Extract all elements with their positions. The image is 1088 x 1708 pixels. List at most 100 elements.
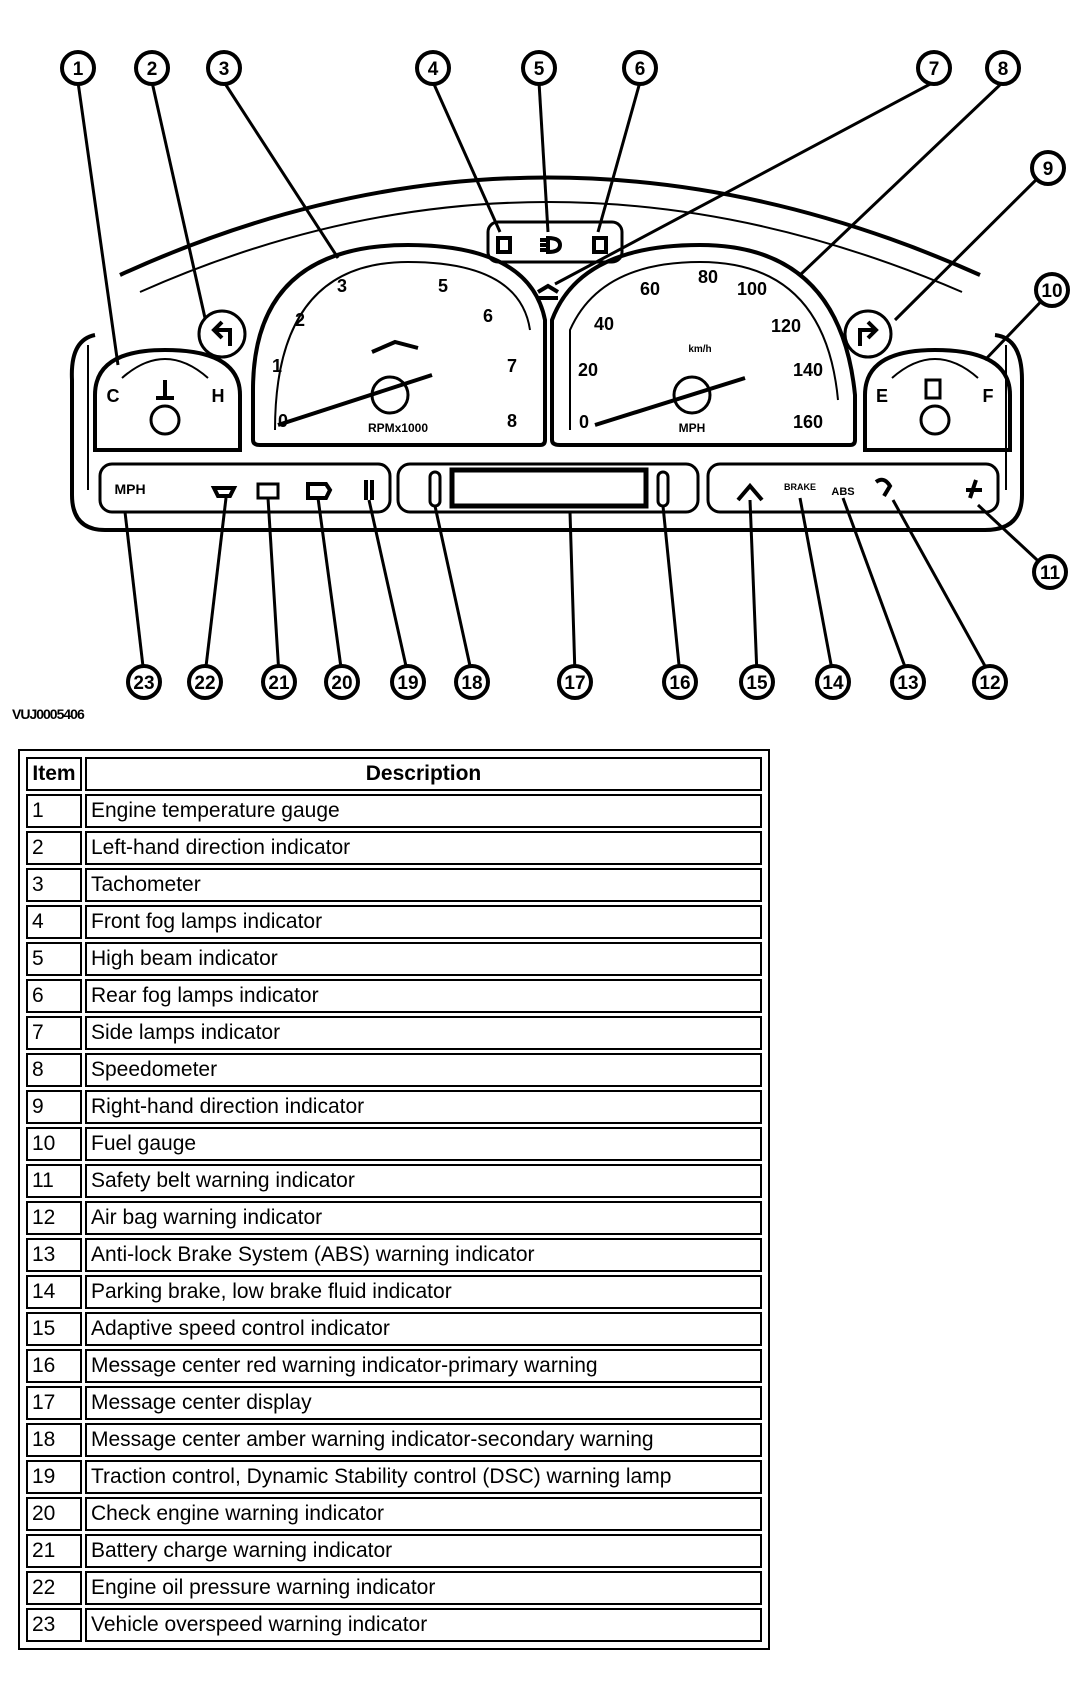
tach-unit-label: RPMx1000 [368, 421, 428, 435]
speedo-tick-label: 120 [771, 316, 801, 336]
callout-23: 23 [126, 664, 162, 700]
check-engine-icon [306, 482, 333, 500]
tach-tick-label: 2 [295, 310, 305, 330]
item-number: 10 [26, 1127, 82, 1161]
callout-5: 5 [521, 50, 557, 86]
item-number: 3 [26, 868, 82, 902]
item-description: Fuel gauge [85, 1127, 762, 1161]
brake-label: BRAKE [784, 482, 816, 492]
callout-number: 7 [929, 59, 940, 80]
tach-tick-label: 6 [483, 306, 493, 326]
callout-8: 8 [985, 50, 1021, 86]
callout-number: 11 [1040, 563, 1061, 584]
callout-20: 20 [324, 664, 360, 700]
battery-icon [256, 482, 280, 500]
item-description: Safety belt warning indicator [85, 1164, 762, 1198]
callout-22: 22 [187, 664, 223, 700]
item-number: 21 [26, 1534, 82, 1568]
callout-16: 16 [662, 664, 698, 700]
item-number: 23 [26, 1608, 82, 1642]
speedo-tick-label: 80 [698, 267, 718, 287]
item-header: Item [26, 757, 82, 791]
jaguar-emblem [371, 339, 419, 354]
item-number: 15 [26, 1312, 82, 1346]
callout-number: 4 [428, 59, 439, 80]
callout-number: 13 [897, 673, 918, 694]
tach-tick-label: 8 [507, 411, 517, 431]
item-description: Side lamps indicator [85, 1016, 762, 1050]
top-indicator-pod [486, 220, 624, 300]
cluster-housing [69, 333, 1024, 532]
callout-number: 8 [998, 59, 1009, 80]
item-number: 18 [26, 1423, 82, 1457]
callout-7: 7 [916, 50, 952, 86]
right-direction-indicator [843, 309, 893, 359]
item-number: 14 [26, 1275, 82, 1309]
seatbelt-icon [966, 479, 982, 499]
item-description: Vehicle overspeed warning indicator [85, 1608, 762, 1642]
callout-number: 10 [1041, 281, 1062, 302]
right-warning-strip: BRAKE ABS [706, 462, 1000, 514]
callout-1: 1 [60, 50, 96, 86]
callout-13: 13 [890, 664, 926, 700]
item-description: Engine oil pressure warning indicator [85, 1571, 762, 1605]
item-description: Check engine warning indicator [85, 1497, 762, 1531]
fuel-pump-icon [924, 378, 942, 400]
item-description: Traction control, Dynamic Stability cont… [85, 1460, 762, 1494]
item-description: Message center red warning indicator-pri… [85, 1349, 762, 1383]
item-number: 7 [26, 1016, 82, 1050]
oil-pressure-icon [210, 486, 238, 498]
speedo-tick-label: 20 [578, 360, 598, 380]
overspeed-label: MPH [114, 481, 145, 497]
speedo-tick-label: 60 [640, 279, 660, 299]
callout-number: 2 [147, 59, 158, 80]
fuel-gauge-hub [919, 404, 951, 436]
fuel-full-label: F [983, 386, 994, 406]
callout-15: 15 [739, 664, 775, 700]
red-warning-lamp [656, 470, 670, 508]
item-number: 12 [26, 1201, 82, 1235]
cluster-hood-inner [139, 201, 963, 293]
left-arrow-icon [211, 320, 232, 346]
item-number: 1 [26, 794, 82, 828]
callout-18: 18 [454, 664, 490, 700]
fuel-empty-label: E [876, 386, 888, 406]
tach-tick-label: 0 [278, 411, 288, 431]
traction-control-icon [364, 480, 374, 500]
item-number: 9 [26, 1090, 82, 1124]
callout-number: 21 [268, 673, 290, 694]
callout-10: 10 [1034, 272, 1070, 308]
legend-header-row: Item Description [26, 757, 762, 791]
speedo-tick-label: 40 [594, 314, 614, 334]
callout-11: 11 [1032, 554, 1068, 590]
item-number: 2 [26, 831, 82, 865]
speedo-unit-label: MPH [679, 421, 706, 435]
tach-tick-label: 3 [337, 276, 347, 296]
callout-17: 17 [557, 664, 593, 700]
item-number: 5 [26, 942, 82, 976]
callout-3: 3 [206, 50, 242, 86]
speedo-subunit-label: km/h [688, 344, 711, 355]
item-description: Battery charge warning indicator [85, 1534, 762, 1568]
callout-2: 2 [134, 50, 170, 86]
item-description: Speedometer [85, 1053, 762, 1087]
item-number: 8 [26, 1053, 82, 1087]
cluster-inner-bezel [87, 345, 1007, 490]
fuel-gauge: E F [863, 347, 1012, 452]
item-description: Message center amber warning indicator-s… [85, 1423, 762, 1457]
speedo-tick-label: 140 [793, 360, 823, 380]
message-center [396, 462, 700, 514]
abs-label: ABS [831, 486, 854, 498]
